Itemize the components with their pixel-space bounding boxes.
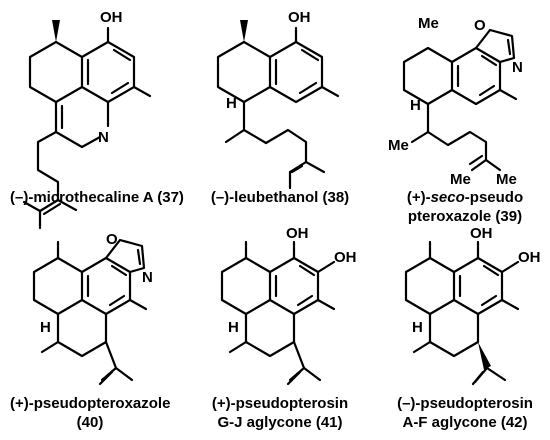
atom-me: Me	[496, 171, 517, 188]
structure-pseudopterosin-af	[404, 240, 520, 386]
structure-leubethanol	[216, 20, 340, 190]
atom-h: H	[228, 319, 239, 336]
compound-name: (–)-leubethanol (38)	[210, 189, 350, 206]
atom-n: N	[142, 269, 153, 286]
atom-o: O	[106, 231, 118, 248]
caption-microthecaline-a: (–)-microthecaline A (37)	[10, 188, 184, 207]
compound-name-line1: (–)-pseudopterosin	[397, 395, 533, 412]
atom-oh: OH	[288, 9, 311, 26]
compound-name-line1: (+)-seco-pseudo	[406, 189, 524, 206]
compound-name-line2: pteroxazole (39)	[407, 208, 523, 225]
atom-me: Me	[388, 137, 409, 154]
atom-oh: OH	[334, 249, 357, 266]
atom-oh: OH	[470, 225, 493, 242]
structure-microthecaline-a	[22, 20, 152, 230]
compound-name-line1: (+)-pseudopterosin	[211, 395, 349, 412]
atom-oh: OH	[286, 225, 309, 242]
caption-seco-pseudopteroxazole: (+)-seco-pseudo pteroxazole (39)	[390, 188, 540, 226]
compound-name-line2: (40)	[76, 414, 104, 431]
compound-name-line1: (+)-pseudopteroxazole	[10, 395, 171, 412]
atom-h: H	[412, 319, 423, 336]
atom-o: O	[474, 17, 486, 34]
atom-oh: OH	[518, 249, 541, 266]
atom-me: Me	[418, 15, 439, 32]
caption-pseudopterosin-gj: (+)-pseudopterosin G-J aglycone (41)	[205, 394, 355, 432]
atom-h: H	[410, 97, 421, 114]
atom-me: Me	[450, 171, 471, 188]
compound-name-line2: A-F aglycone (42)	[402, 414, 528, 431]
caption-pseudopteroxazole: (+)-pseudopteroxazole (40)	[10, 394, 170, 432]
atom-h: H	[40, 319, 51, 336]
structure-pseudopteroxazole	[32, 238, 148, 386]
atom-n: N	[512, 59, 523, 76]
atom-labels: OH N OH H Me O N H Me Me Me O N H OH OH …	[40, 9, 541, 336]
atom-n: N	[98, 129, 109, 146]
compound-name: (–)-microthecaline A (37)	[10, 189, 184, 206]
structure-pseudopterosin-gj	[220, 240, 336, 386]
compound-name-line2: G-J aglycone (41)	[217, 414, 343, 431]
atom-h: H	[226, 95, 237, 112]
caption-pseudopterosin-af: (–)-pseudopterosin A-F aglycone (42)	[390, 394, 540, 432]
caption-leubethanol: (–)-leubethanol (38)	[205, 188, 355, 207]
structure-seco-pseudopteroxazole	[402, 28, 518, 172]
atom-oh: OH	[100, 9, 123, 26]
